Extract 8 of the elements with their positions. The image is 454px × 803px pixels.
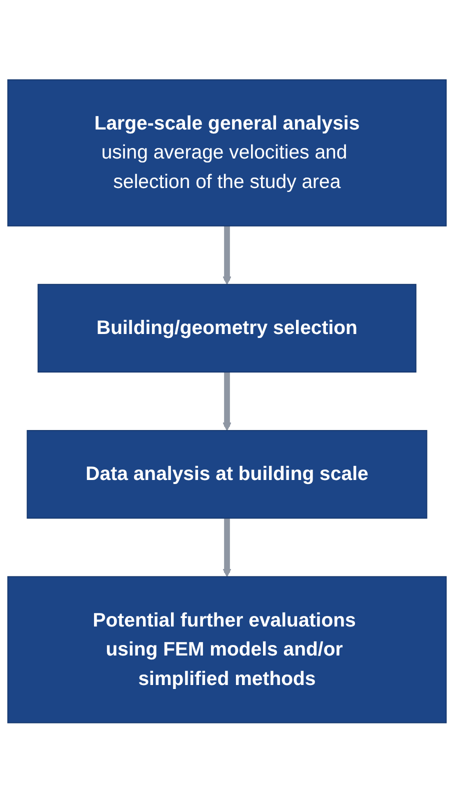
node-box xyxy=(26,430,428,519)
flowchart: Large-scale general analysis using average velocities and selection of the study area Building/geometry selection Data analysis at building scale Potential further evaluations using FEM models and/or simplified methods xyxy=(0,72,454,731)
arrow xyxy=(222,518,232,578)
arrow xyxy=(222,226,232,285)
node-box xyxy=(7,576,447,724)
node-box xyxy=(38,284,416,373)
arrow xyxy=(222,372,232,432)
node-box xyxy=(7,80,447,227)
